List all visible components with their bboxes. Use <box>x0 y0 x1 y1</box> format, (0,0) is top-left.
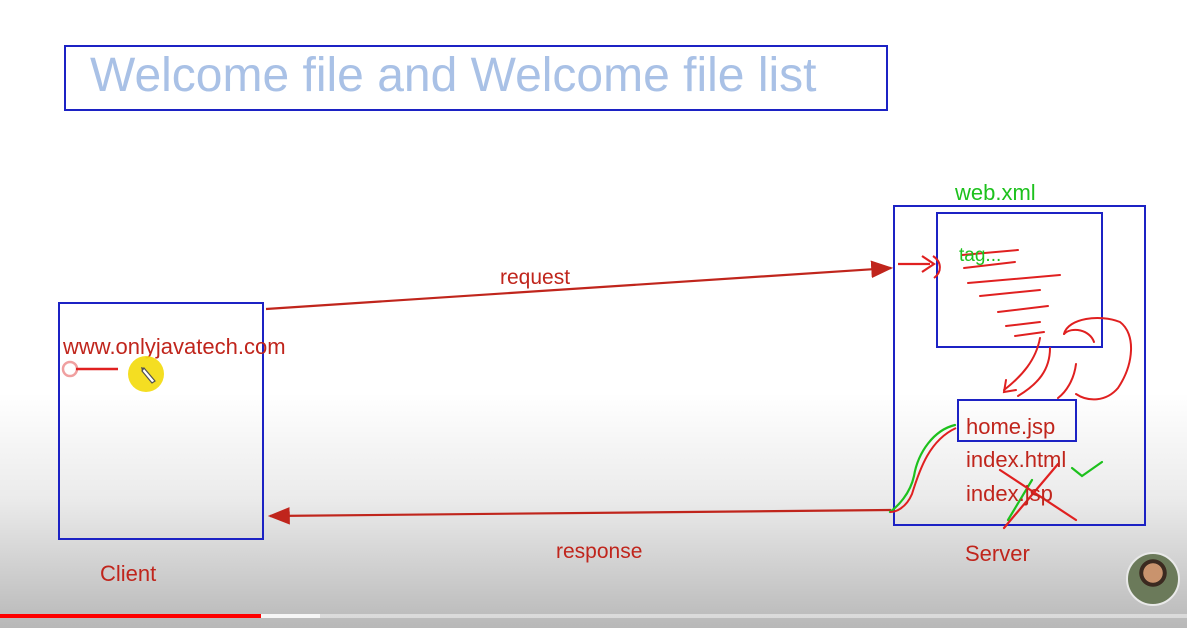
file-index-jsp: index.jsp <box>966 481 1053 506</box>
presenter-avatar[interactable] <box>1126 552 1180 606</box>
web-xml-label: web.xml <box>955 180 1036 205</box>
cross-out <box>998 462 1078 530</box>
tag-scribbles <box>961 249 1061 337</box>
file-index-html: index.html <box>966 447 1067 472</box>
webxml-entry-arrow <box>898 255 936 273</box>
flow-scribbles <box>1002 317 1133 401</box>
home-jsp-highlight-box <box>957 399 1077 442</box>
web-xml-box <box>936 212 1103 348</box>
request-arrow <box>265 260 894 311</box>
tag-label: tag... <box>959 245 1002 266</box>
response-label: response <box>556 540 643 563</box>
client-url-text: www.onlyjavatech.com <box>63 334 286 359</box>
check-marks <box>888 423 1104 522</box>
title-box <box>64 45 888 111</box>
video-progress-fill <box>0 614 262 618</box>
client-label: Client <box>100 561 157 586</box>
pen-cursor-icon <box>128 356 164 392</box>
pointer-dot <box>61 360 79 378</box>
server-response-curve <box>889 427 957 513</box>
response-arrow <box>267 507 892 525</box>
client-box <box>58 302 264 540</box>
request-label: request <box>500 266 571 289</box>
slide-title: Welcome file and Welcome file list <box>90 49 817 102</box>
server-box <box>893 205 1146 526</box>
video-progress-bar[interactable] <box>0 614 1187 618</box>
server-label: Server <box>965 541 1030 566</box>
file-home-jsp: home.jsp <box>966 414 1056 439</box>
